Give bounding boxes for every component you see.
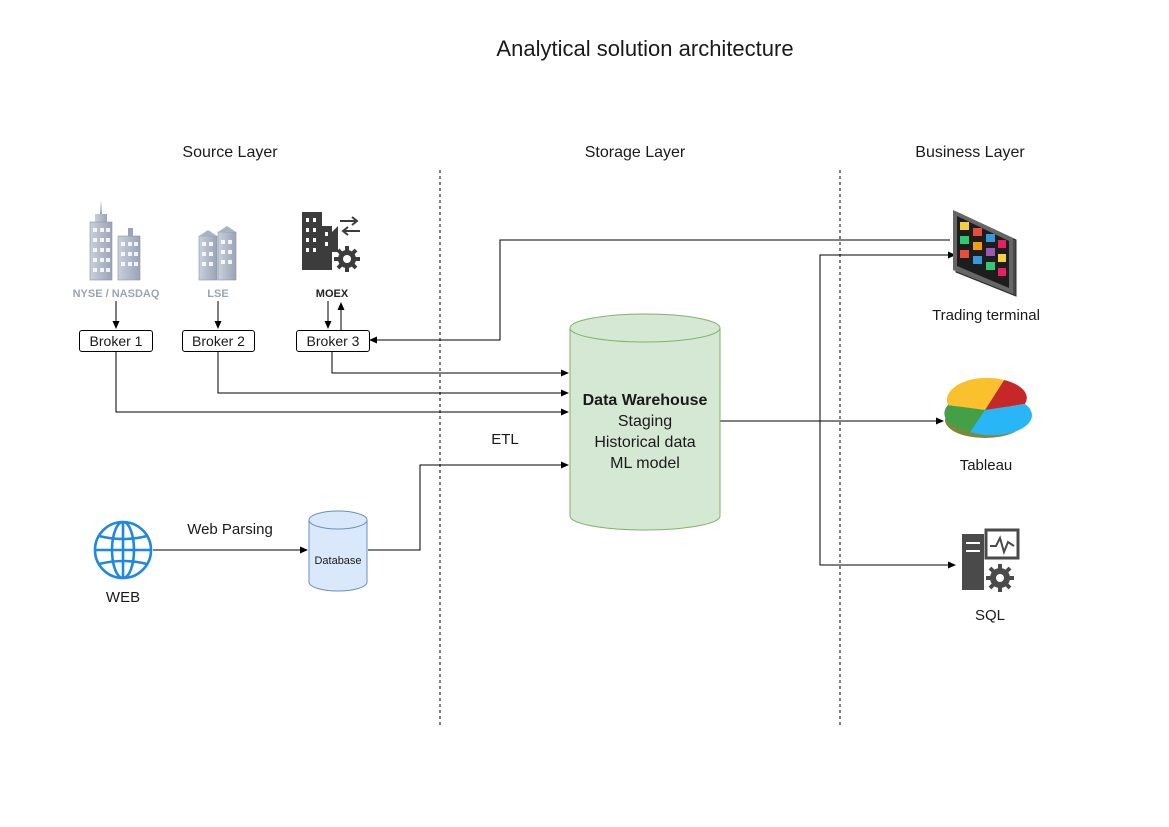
trading-terminal-label: Trading terminal <box>932 307 1040 324</box>
tableau-pie-chart-icon <box>944 377 1032 438</box>
data-warehouse-cylinder[interactable] <box>569 313 721 531</box>
etl-label: ETL <box>491 431 519 448</box>
lse-label: LSE <box>207 288 229 300</box>
edge-terminal-broker3 <box>369 239 950 344</box>
moex-label: MOEX <box>315 288 349 300</box>
storage-layer-label: Storage Layer <box>584 144 686 161</box>
warehouse-line-ml: ML model <box>610 455 680 472</box>
data-warehouse-label: Data Warehouse Staging Historical data M… <box>570 390 720 474</box>
warehouse-line-historical: Historical data <box>594 434 696 451</box>
source-layer-label: Source Layer <box>182 144 278 161</box>
edge-broker3-warehouse <box>331 351 569 377</box>
sql-server-icon <box>962 528 1020 592</box>
web-parsing-label: Web Parsing <box>187 521 273 538</box>
nyse-nasdaq-label: NYSE / NASDAQ <box>72 288 160 300</box>
database-cylinder[interactable] <box>308 510 368 592</box>
tableau-label: Tableau <box>959 457 1013 474</box>
broker-2-node[interactable]: Broker 2 <box>182 330 255 352</box>
edge-warehouse-terminal <box>819 251 956 421</box>
edge-broker2-warehouse <box>217 351 569 397</box>
edge-warehouse-sql <box>819 421 956 569</box>
broker-3-node[interactable]: Broker 3 <box>296 330 370 352</box>
broker-1-node[interactable]: Broker 1 <box>79 330 153 352</box>
nyse-nasdaq-building-icon <box>89 200 141 281</box>
lse-building-icon <box>198 226 237 281</box>
edge-database-warehouse <box>368 461 569 551</box>
diagram-title: Analytical solution architecture <box>496 36 794 61</box>
sql-label: SQL <box>974 607 1005 624</box>
web-globe-icon <box>93 520 153 580</box>
trading-terminal-icon <box>953 210 1017 297</box>
business-layer-label: Business Layer <box>915 144 1025 161</box>
warehouse-line-staging: Staging <box>617 413 673 430</box>
data-warehouse-title: Data Warehouse <box>582 392 708 409</box>
database-label: Database <box>314 555 362 567</box>
edge-broker1-warehouse <box>115 351 569 416</box>
moex-building-exchange-icon <box>302 212 360 272</box>
web-label: WEB <box>105 589 141 606</box>
